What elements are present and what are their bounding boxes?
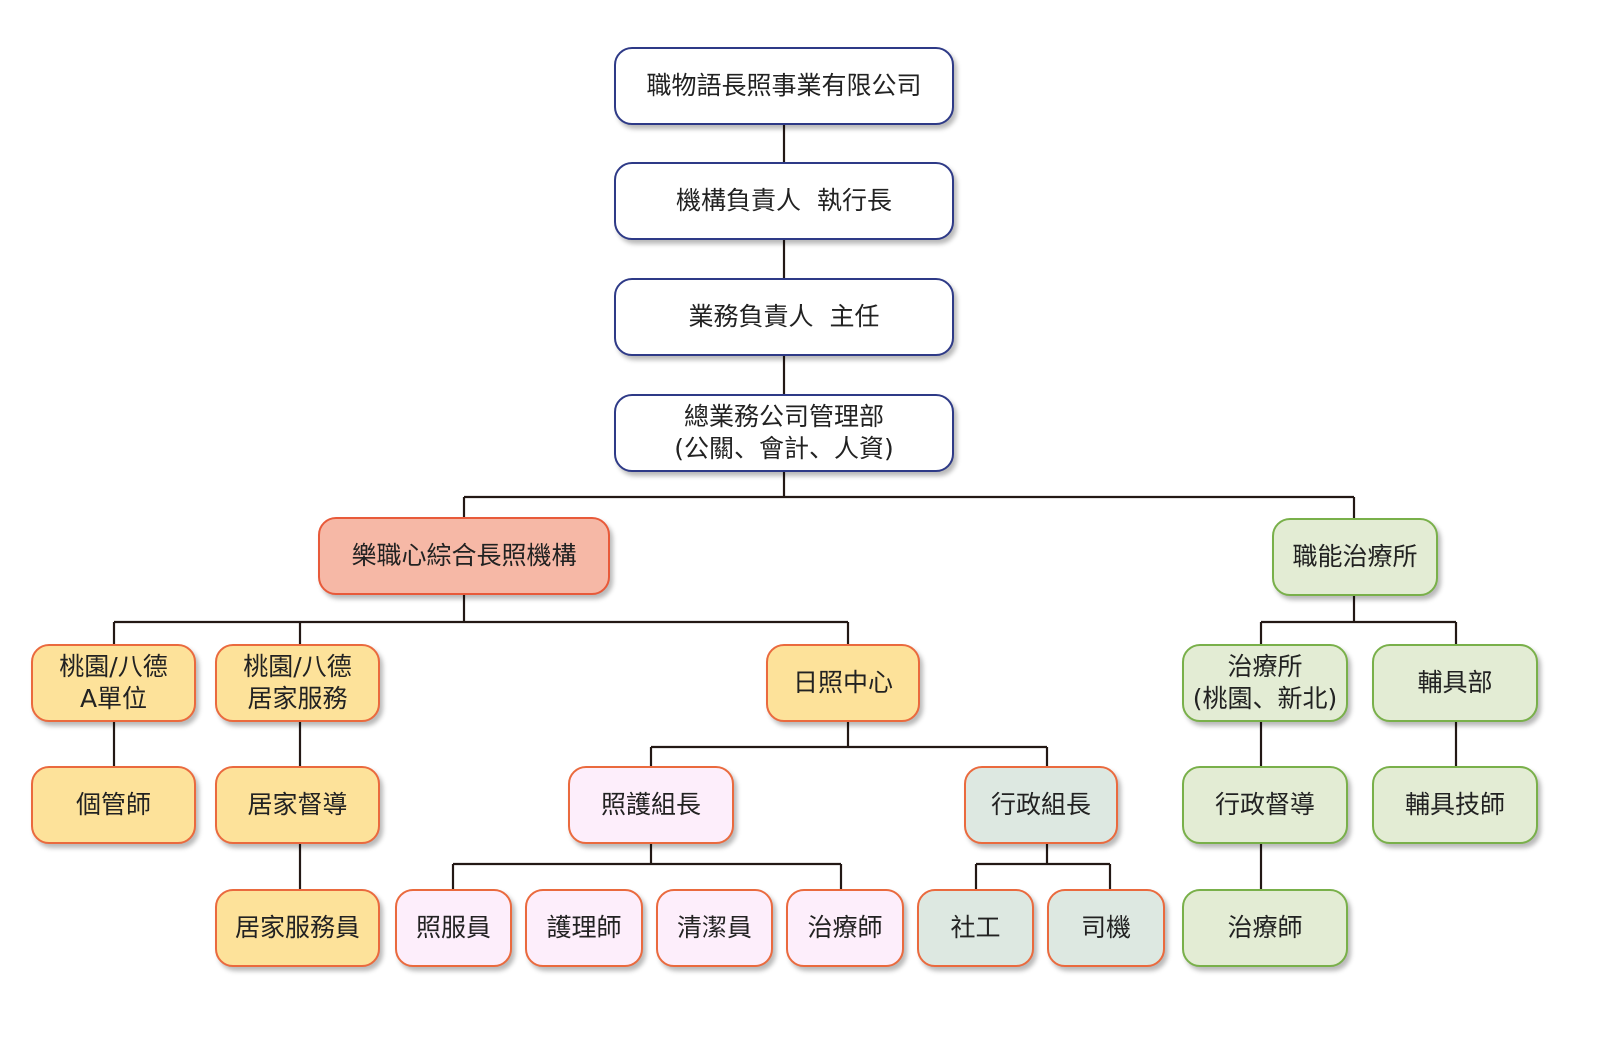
node-home-supervisor: 居家督導 (215, 766, 380, 844)
node-label: 職能治療所 (1292, 542, 1418, 571)
node-care-worker: 照服員 (395, 889, 512, 967)
node-nurse: 護理師 (525, 889, 643, 967)
node-label: 個管師 (75, 790, 151, 819)
node-label: 護理師 (546, 913, 622, 942)
node-case-manager: 個管師 (31, 766, 196, 844)
node-driver: 司機 (1047, 889, 1165, 967)
node-label: 機構負責人 執行長 (676, 186, 892, 215)
node-therapist-clinic: 治療師 (1182, 889, 1348, 967)
node-label: 照護組長 (600, 790, 701, 819)
node-label: 治療所 (桃園、新北) (1192, 652, 1338, 713)
node-care-team-leader: 照護組長 (568, 766, 734, 844)
node-admin-dept: 總業務公司管理部 (公關、會計、人資) (614, 394, 954, 472)
node-label: 輔具技師 (1404, 790, 1505, 819)
node-assistive-dept: 輔具部 (1372, 644, 1538, 722)
node-label: 社工 (950, 913, 1001, 942)
node-label: 樂職心綜合長照機構 (351, 541, 577, 570)
node-label: 桃園/八德 居家服務 (243, 652, 352, 713)
node-admin-supervisor: 行政督導 (1182, 766, 1348, 844)
node-label: 清潔員 (676, 913, 752, 942)
node-label: 輔具部 (1417, 668, 1493, 697)
node-clinic-branches: 治療所 (桃園、新北) (1182, 644, 1348, 722)
node-label: 職物語長照事業有限公司 (646, 71, 922, 100)
node-day-care-center: 日照中心 (766, 644, 920, 722)
node-label: 司機 (1080, 913, 1131, 942)
node-company: 職物語長照事業有限公司 (614, 47, 954, 125)
node-taoyuan-a-unit: 桃園/八德 A單位 (31, 644, 196, 722)
node-label: 治療師 (807, 913, 883, 942)
node-ltc-institution: 樂職心綜合長照機構 (318, 517, 610, 595)
node-director: 業務負責人 主任 (614, 278, 954, 356)
node-label: 總業務公司管理部 (公關、會計、人資) (674, 402, 894, 463)
node-therapist-daycare: 治療師 (786, 889, 904, 967)
node-label: 治療師 (1227, 913, 1303, 942)
node-label: 行政督導 (1214, 790, 1315, 819)
node-admin-team-leader: 行政組長 (964, 766, 1118, 844)
node-ot-clinic: 職能治療所 (1272, 518, 1438, 596)
node-social-worker: 社工 (917, 889, 1034, 967)
node-label: 日照中心 (792, 668, 893, 697)
node-label: 行政組長 (990, 790, 1091, 819)
node-ceo: 機構負責人 執行長 (614, 162, 954, 240)
node-home-service-worker: 居家服務員 (215, 889, 380, 967)
node-label: 桃園/八德 A單位 (59, 652, 168, 713)
node-label: 居家督導 (247, 790, 348, 819)
node-label: 居家服務員 (234, 913, 360, 942)
node-label: 照服員 (415, 913, 491, 942)
node-label: 業務負責人 主任 (688, 302, 880, 331)
node-cleaner: 清潔員 (656, 889, 773, 967)
node-assistive-technician: 輔具技師 (1372, 766, 1538, 844)
node-taoyuan-home-service: 桃園/八德 居家服務 (215, 644, 380, 722)
